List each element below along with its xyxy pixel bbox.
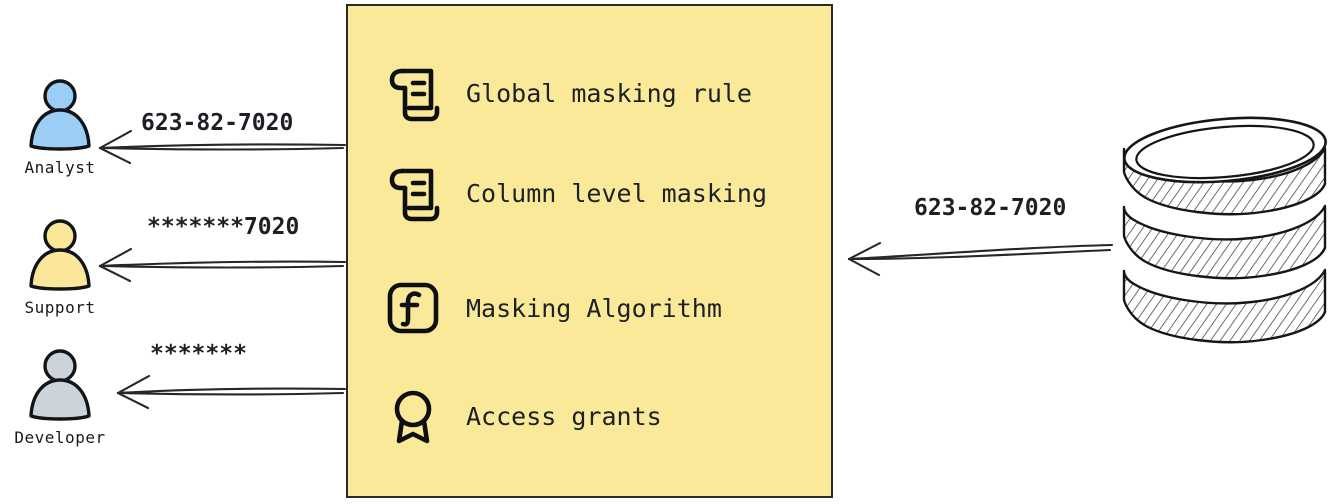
actor-label: Support bbox=[24, 298, 96, 317]
arrow-label-support: *******7020 bbox=[147, 214, 300, 240]
actor-developer[interactable]: Developer bbox=[0, 348, 120, 447]
policy-item-label: Masking Algorithm bbox=[466, 293, 722, 323]
actor-analyst[interactable]: Analyst bbox=[0, 78, 120, 177]
actor-label: Analyst bbox=[24, 158, 96, 177]
policy-item-label: Column level masking bbox=[466, 178, 768, 208]
user-icon bbox=[24, 218, 96, 296]
arrow-policy-to-support bbox=[98, 247, 347, 283]
actor-support[interactable]: Support bbox=[0, 218, 120, 317]
arrow-label-analyst: 623-82-7020 bbox=[141, 110, 294, 136]
scroll-icon bbox=[382, 162, 444, 224]
policy-item-label: Global masking rule bbox=[466, 78, 752, 108]
policy-item-label: Access grants bbox=[466, 401, 662, 431]
arrow-policy-to-developer bbox=[116, 374, 347, 410]
function-icon bbox=[382, 277, 444, 339]
database-cylinder-icon[interactable] bbox=[1112, 116, 1338, 400]
arrow-database-to-policy bbox=[847, 241, 1114, 277]
user-icon bbox=[24, 348, 96, 426]
policy-item-masking-algorithm[interactable]: Masking Algorithm bbox=[382, 276, 722, 340]
user-icon bbox=[24, 78, 96, 156]
policy-item-column-level-masking[interactable]: Column level masking bbox=[382, 161, 767, 225]
arrow-policy-to-analyst bbox=[98, 129, 347, 165]
policy-card: Global masking rule Column level masking bbox=[346, 4, 833, 498]
actor-label: Developer bbox=[14, 428, 106, 447]
arrow-label-database: 623-82-7020 bbox=[914, 195, 1067, 221]
scroll-icon bbox=[382, 62, 444, 124]
policy-item-global-masking-rule[interactable]: Global masking rule bbox=[382, 61, 752, 125]
policy-item-access-grants[interactable]: Access grants bbox=[382, 384, 662, 448]
award-icon bbox=[382, 385, 444, 447]
arrow-label-developer: ******* bbox=[150, 341, 247, 367]
